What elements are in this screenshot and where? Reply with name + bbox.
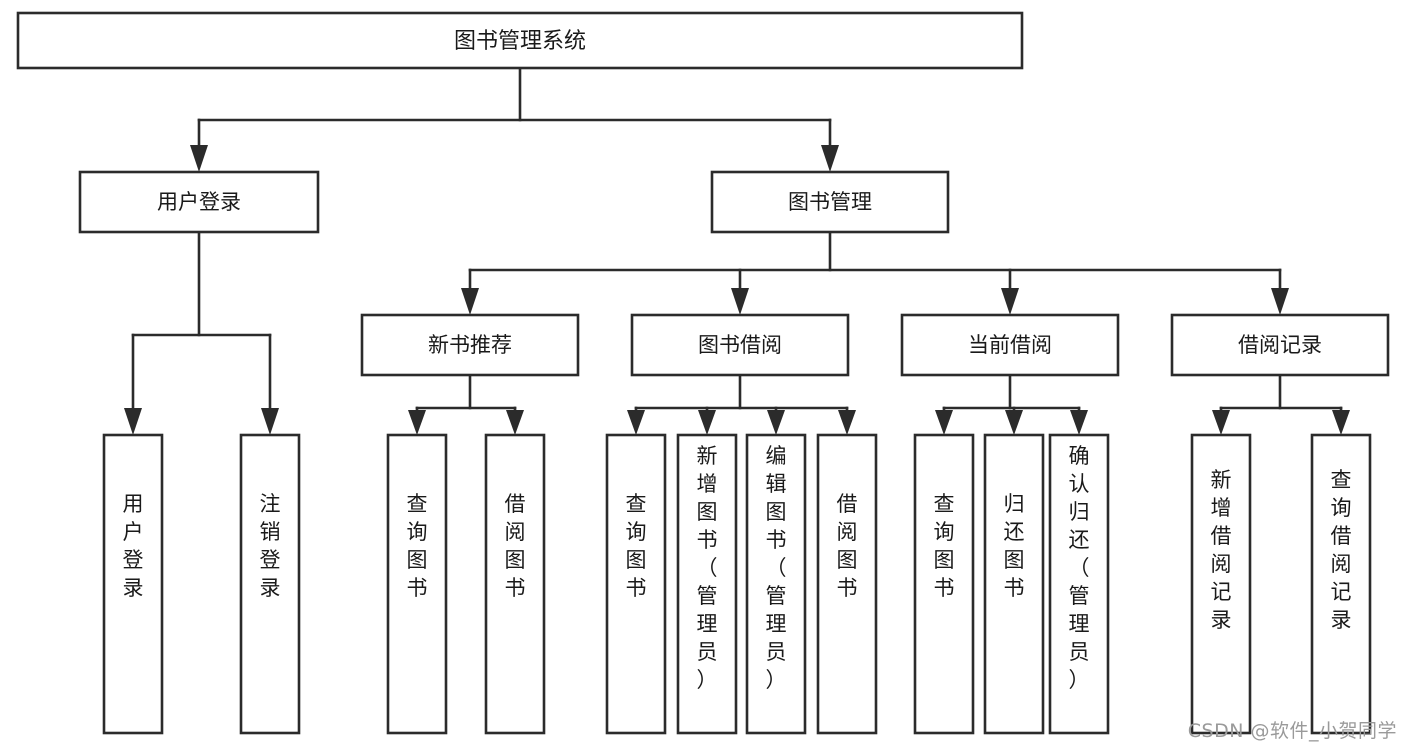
node-book-borrow-box[interactable] xyxy=(630,313,850,377)
node-leaf-query-book-1-label: 查询图书 xyxy=(407,492,428,600)
arrowhead-user-login xyxy=(190,145,208,172)
node-root-box[interactable] xyxy=(16,11,1024,70)
node-borrow-record[interactable]: 借阅记录 xyxy=(1170,313,1390,377)
arrowhead-new-book-rec xyxy=(461,288,479,315)
node-leaf-confirm-return-label: 确认归还（管理员） xyxy=(1069,444,1090,692)
node-leaf-query-book-3[interactable]: 查询图书 xyxy=(913,433,975,735)
connector-group-borrow-record xyxy=(1212,373,1350,435)
arrowhead-leaf-user-login xyxy=(124,408,142,435)
node-current-borrow-label: 当前借阅 xyxy=(968,333,1052,357)
node-borrow-record-label: 借阅记录 xyxy=(1238,333,1322,357)
node-borrow-record-box[interactable] xyxy=(1170,313,1390,377)
arrowhead-leaf-add-record xyxy=(1212,410,1230,435)
arrowhead-book-manage xyxy=(821,145,839,172)
node-leaf-return-book-box[interactable] xyxy=(983,433,1045,735)
node-leaf-query-book-3-label: 查询图书 xyxy=(934,492,955,600)
connector-group-book-manage xyxy=(461,230,1289,315)
node-leaf-borrow-book-2-box[interactable] xyxy=(816,433,878,735)
node-book-borrow-label: 图书借阅 xyxy=(698,333,782,357)
node-leaf-query-book-2[interactable]: 查询图书 xyxy=(605,433,667,735)
node-user-login-label: 用户登录 xyxy=(157,190,241,214)
node-user-login[interactable]: 用户登录 xyxy=(78,170,320,234)
node-leaf-confirm-return[interactable]: 确认归还（管理员） xyxy=(1048,433,1110,735)
arrowhead-borrow-record xyxy=(1271,288,1289,315)
node-leaf-query-book-1[interactable]: 查询图书 xyxy=(386,433,448,735)
node-leaf-query-book-3-box[interactable] xyxy=(913,433,975,735)
node-book-manage-box[interactable] xyxy=(710,170,950,234)
node-leaf-edit-book[interactable]: 编辑图书（管理员） xyxy=(745,433,807,735)
node-leaf-user-login[interactable]: 用户登录 xyxy=(102,433,164,735)
arrowhead-book-borrow xyxy=(731,288,749,315)
arrowhead-leaf-edit-book xyxy=(767,410,785,435)
node-leaf-logout[interactable]: 注销登录 xyxy=(239,433,301,735)
node-leaf-borrow-book-1[interactable]: 借阅图书 xyxy=(484,433,546,735)
arrowhead-leaf-query-book-1 xyxy=(408,410,426,435)
node-user-login-box[interactable] xyxy=(78,170,320,234)
node-new-book-rec[interactable]: 新书推荐 xyxy=(360,313,580,377)
node-leaf-edit-book-box[interactable] xyxy=(745,433,807,735)
arrowhead-leaf-query-book-2 xyxy=(627,410,645,435)
node-new-book-rec-box[interactable] xyxy=(360,313,580,377)
node-leaf-query-record[interactable]: 查询借阅记录 xyxy=(1310,433,1372,735)
node-leaf-borrow-book-1-box[interactable] xyxy=(484,433,546,735)
node-leaf-user-login-box[interactable] xyxy=(102,433,164,735)
connector-group-root xyxy=(190,66,839,172)
node-leaf-add-book-label: 新增图书（管理员） xyxy=(697,444,718,692)
node-current-borrow-box[interactable] xyxy=(900,313,1120,377)
node-leaf-user-login-label: 用户登录 xyxy=(123,492,144,600)
node-leaf-borrow-book-2-label: 借阅图书 xyxy=(837,492,858,600)
node-root-label: 图书管理系统 xyxy=(454,29,586,54)
node-leaf-add-record[interactable]: 新增借阅记录 xyxy=(1190,433,1252,735)
arrowhead-leaf-query-record xyxy=(1332,410,1350,435)
node-leaf-add-record-box[interactable] xyxy=(1190,433,1252,735)
arrowhead-leaf-borrow-book-2 xyxy=(838,410,856,435)
connector-group-user-login xyxy=(124,230,279,435)
node-leaf-logout-label: 注销登录 xyxy=(260,492,281,600)
node-leaf-confirm-return-box[interactable] xyxy=(1048,433,1110,735)
connector-group-new-book-rec xyxy=(408,373,524,435)
node-book-manage[interactable]: 图书管理 xyxy=(710,170,950,234)
node-leaf-edit-book-label: 编辑图书（管理员） xyxy=(766,444,787,692)
arrowhead-leaf-confirm-return xyxy=(1070,410,1088,435)
arrowhead-leaf-query-book-3 xyxy=(935,410,953,435)
node-leaf-borrow-book-2[interactable]: 借阅图书 xyxy=(816,433,878,735)
node-leaf-query-book-2-box[interactable] xyxy=(605,433,667,735)
arrowhead-leaf-borrow-book-1 xyxy=(506,410,524,435)
node-leaf-return-book[interactable]: 归还图书 xyxy=(983,433,1045,735)
node-leaf-add-book[interactable]: 新增图书（管理员） xyxy=(676,433,738,735)
node-current-borrow[interactable]: 当前借阅 xyxy=(900,313,1120,377)
arrowhead-leaf-add-book xyxy=(698,410,716,435)
node-leaf-query-book-2-label: 查询图书 xyxy=(626,492,647,600)
node-book-manage-label: 图书管理 xyxy=(788,190,872,214)
connector-group-book-borrow xyxy=(627,373,856,435)
node-leaf-add-book-box[interactable] xyxy=(676,433,738,735)
node-leaf-borrow-book-1-label: 借阅图书 xyxy=(505,492,526,600)
arrowhead-leaf-logout xyxy=(261,408,279,435)
connector-group-current-borrow xyxy=(935,373,1088,435)
arrowhead-leaf-return-book xyxy=(1005,410,1023,435)
arrowhead-current-borrow xyxy=(1001,288,1019,315)
node-book-borrow[interactable]: 图书借阅 xyxy=(630,313,850,377)
node-leaf-add-record-label: 新增借阅记录 xyxy=(1211,468,1232,632)
node-leaf-logout-box[interactable] xyxy=(239,433,301,735)
node-leaf-query-record-label: 查询借阅记录 xyxy=(1331,468,1352,632)
node-leaf-query-record-box[interactable] xyxy=(1310,433,1372,735)
node-root[interactable]: 图书管理系统 xyxy=(16,11,1024,70)
node-leaf-query-book-1-box[interactable] xyxy=(386,433,448,735)
node-new-book-rec-label: 新书推荐 xyxy=(428,333,512,357)
node-leaf-return-book-label: 归还图书 xyxy=(1004,492,1025,600)
